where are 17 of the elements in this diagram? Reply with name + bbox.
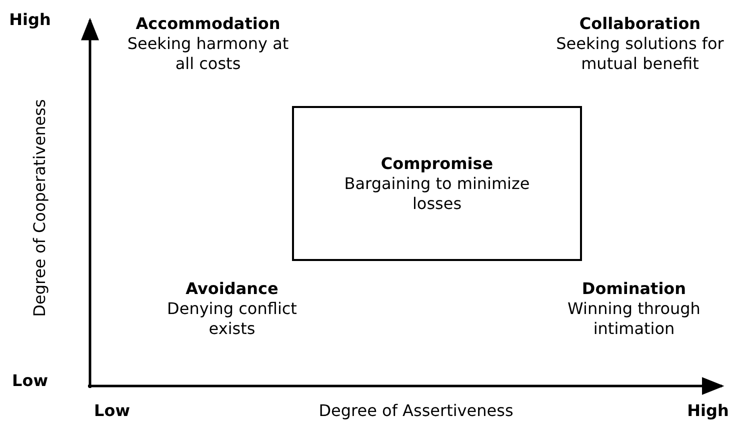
strategy-title: Compromise bbox=[380, 154, 494, 174]
axis-title: Degree of Assertiveness bbox=[318, 401, 514, 421]
quadrant-title: Collaboration bbox=[578, 14, 702, 34]
strategy-box bbox=[292, 106, 582, 261]
quadrant-description: Winning through intimation bbox=[566, 299, 702, 339]
quadrant-title: Avoidance bbox=[184, 279, 280, 299]
quadrant-description: Seeking solutions for mutual benefit bbox=[555, 34, 725, 74]
axis-title: Degree of Cooperativeness bbox=[30, 99, 50, 317]
quadrant-description: Denying conflict exists bbox=[166, 299, 298, 339]
quadrant-description: Seeking harmony at all costs bbox=[126, 34, 290, 74]
axis-end-label: High bbox=[686, 401, 730, 421]
axis-end-label: Low bbox=[93, 401, 131, 421]
quadrant-title: Accommodation bbox=[134, 14, 282, 34]
quadrant-title: Domination bbox=[580, 279, 688, 299]
strategy-description: Bargaining to minimize losses bbox=[343, 174, 531, 214]
axis-end-label: High bbox=[8, 10, 52, 30]
axis-end-label: Low bbox=[11, 371, 49, 391]
